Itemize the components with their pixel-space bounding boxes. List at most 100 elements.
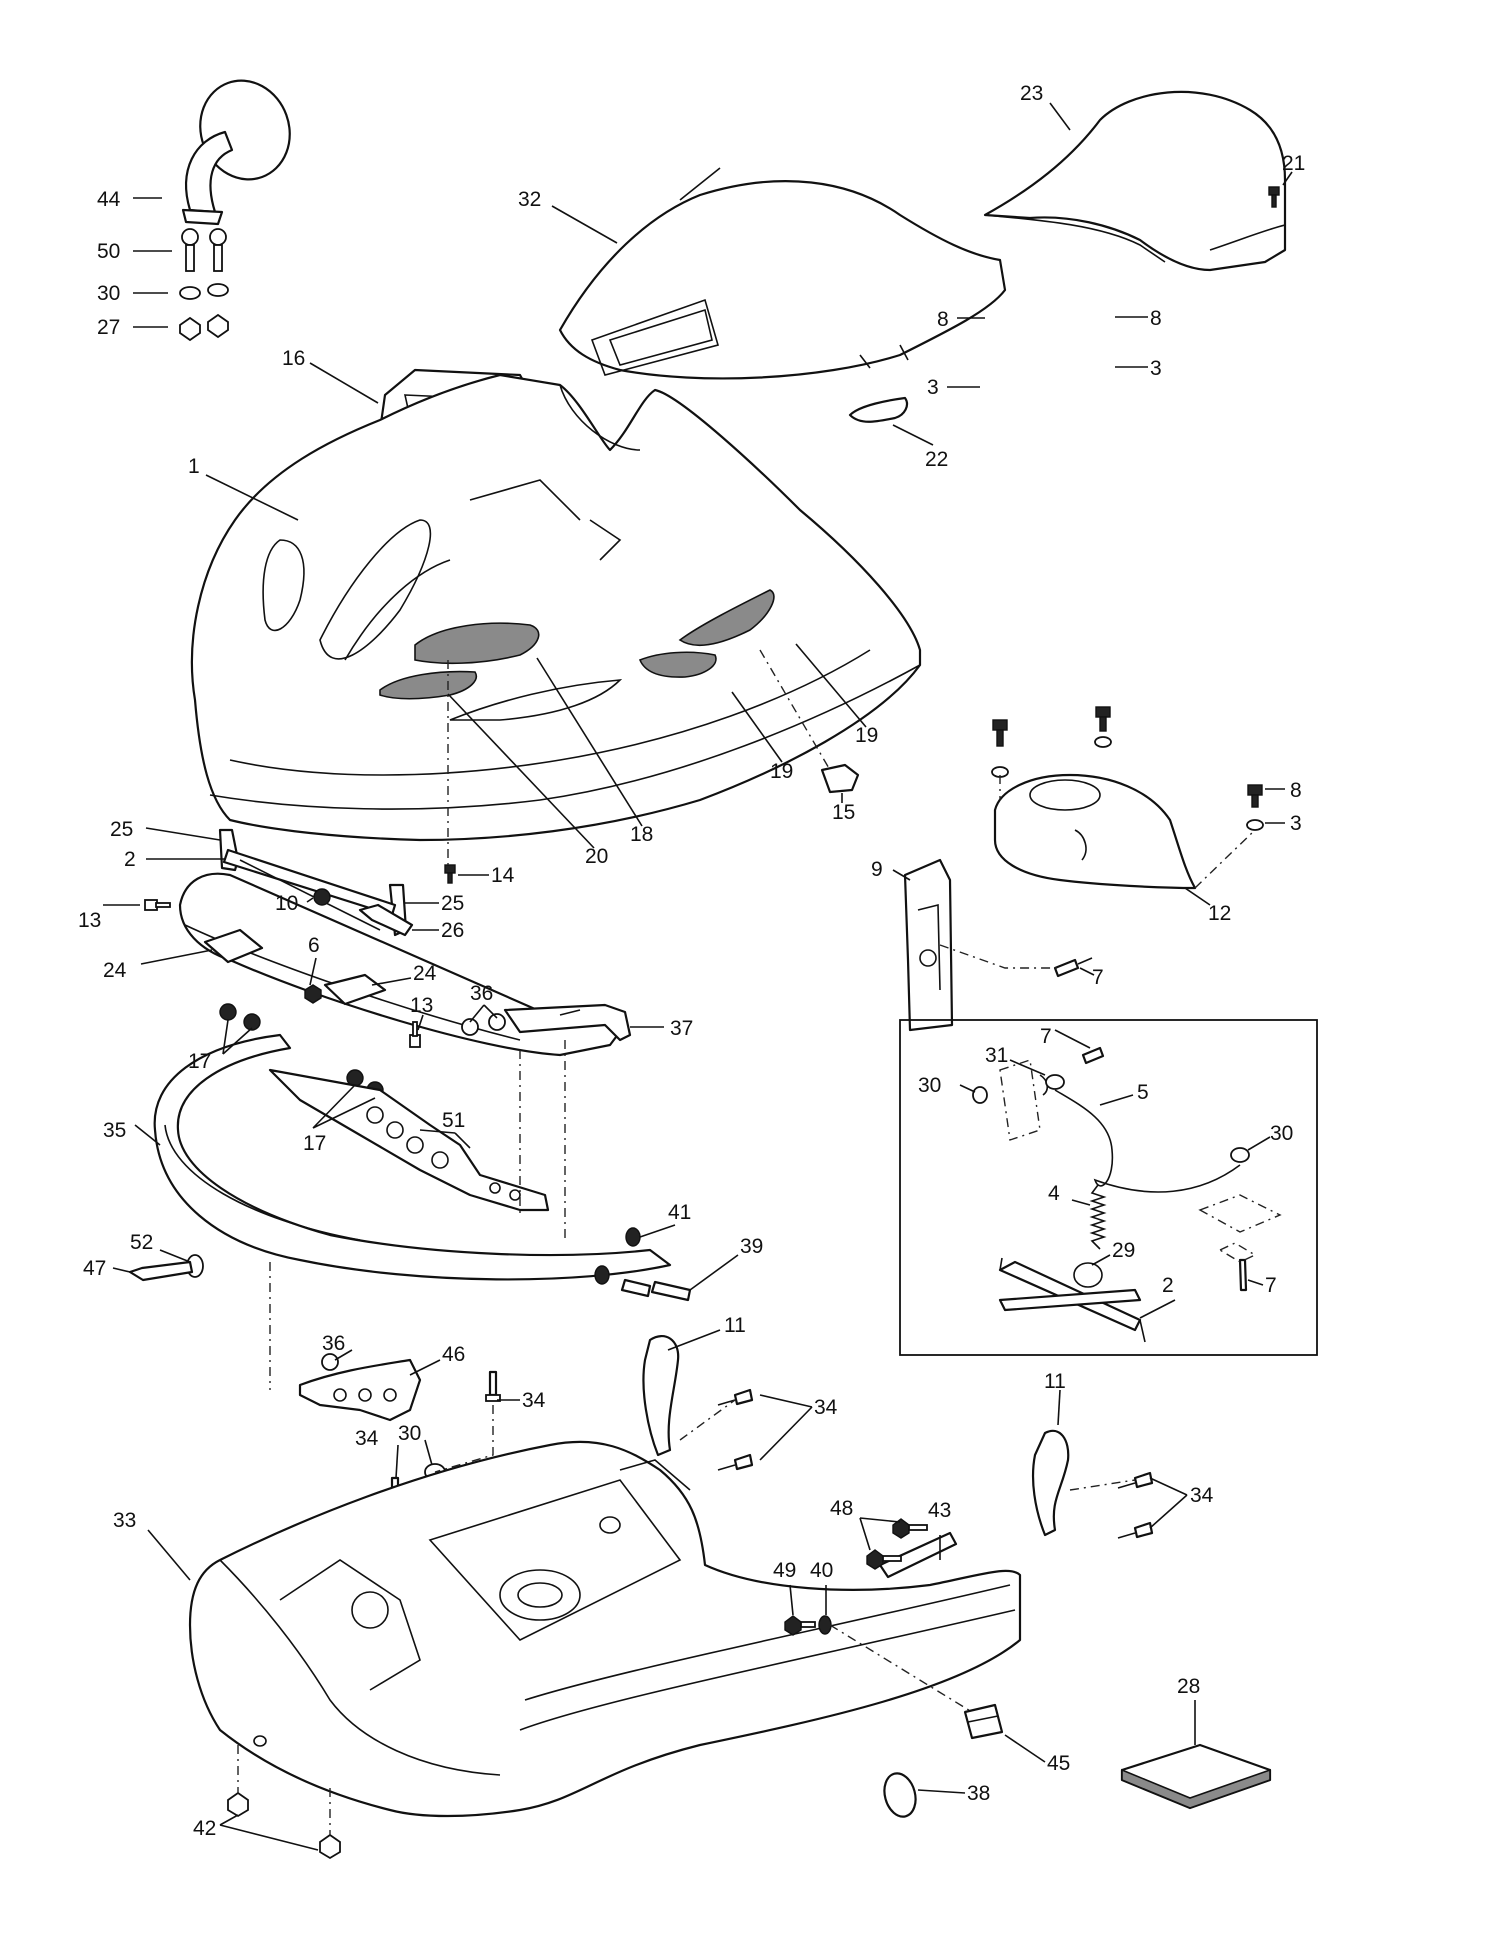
bracket-part-9 — [903, 858, 954, 1032]
label-52: 52 — [130, 1231, 153, 1254]
bolt-part-39 — [620, 1278, 692, 1302]
label-32: 32 — [518, 188, 541, 211]
label-26: 26 — [441, 919, 464, 942]
inset-rod-part-2 — [998, 1257, 1146, 1343]
cover-part-12 — [993, 773, 1197, 890]
label-41: 41 — [668, 1201, 691, 1224]
nut-part-36-lower — [321, 1353, 339, 1371]
nut-part-6 — [304, 984, 322, 1004]
label-43: 43 — [928, 1499, 951, 1522]
rivet-dashline — [434, 1405, 494, 1473]
label-28: 28 — [1177, 1675, 1200, 1698]
washer-part-41 — [594, 1227, 641, 1285]
label-27: 27 — [97, 316, 120, 339]
nut-part-27 — [179, 313, 229, 342]
label-49: 49 — [773, 1559, 796, 1582]
label-50: 50 — [97, 240, 120, 263]
seat-part-23 — [983, 90, 1287, 272]
label-36a: 36 — [470, 982, 493, 1005]
label-44: 44 — [97, 188, 121, 211]
plug-part-38 — [883, 1772, 917, 1818]
label-36b: 36 — [322, 1332, 345, 1355]
spring-support-part-37 — [503, 1003, 632, 1042]
label-19a: 19 — [855, 724, 878, 747]
nut-part-36-upper — [461, 1013, 506, 1036]
label-30: 30 — [97, 282, 120, 305]
label-22: 22 — [925, 448, 948, 471]
clip-dashline — [759, 649, 831, 771]
label-21: 21 — [1282, 152, 1305, 175]
label-17a: 17 — [188, 1050, 211, 1073]
stiffener-part-46 — [298, 1358, 422, 1422]
hood-vent-screen-part-20 — [379, 670, 477, 700]
plate-part-24 — [203, 928, 387, 1006]
mirror-part-44 — [181, 79, 291, 226]
label-34a: 34 — [522, 1389, 546, 1412]
label-30b: 30 — [918, 1074, 941, 1097]
bumper-part-35 — [153, 1033, 672, 1281]
belly-pan-part-33 — [188, 1440, 1022, 1818]
bracket-part-11 — [642, 1335, 1070, 1537]
rivet-part-34 — [387, 1370, 1154, 1539]
label-37: 37 — [670, 1017, 693, 1040]
label-30c: 30 — [1270, 1122, 1293, 1145]
decal-kit-part-28 — [1120, 1743, 1272, 1810]
nut-part-42 — [227, 1791, 341, 1860]
label-33: 33 — [113, 1509, 136, 1532]
inset-washer-part-30 — [972, 1086, 1250, 1163]
label-11b: 11 — [1044, 1370, 1066, 1393]
label-39: 39 — [740, 1235, 763, 1258]
label-46: 46 — [442, 1343, 465, 1366]
label-15: 15 — [832, 801, 855, 824]
label-40: 40 — [810, 1559, 833, 1582]
label-11a: 11 — [724, 1314, 746, 1337]
label-18: 18 — [630, 823, 653, 846]
label-8b: 8 — [1150, 307, 1162, 330]
bolt-part-49 — [784, 1615, 816, 1636]
inset-spring-part-4 — [1089, 1184, 1107, 1250]
label-31: 31 — [985, 1044, 1008, 1067]
washer-part-40 — [818, 1615, 832, 1635]
label-38: 38 — [967, 1782, 990, 1805]
label-23: 23 — [1020, 82, 1043, 105]
label-3a: 3 — [927, 376, 939, 399]
label-25a: 25 — [110, 818, 133, 841]
label-25b: 25 — [441, 892, 464, 915]
bolt-part-47 — [128, 1260, 194, 1282]
leader-lines — [103, 102, 1293, 1851]
screw-part-13 — [144, 899, 421, 1048]
inset-plate — [999, 1059, 1282, 1263]
callout-labels: 44 50 30 27 32 23 21 16 22 1 8 8 3 3 8 3… — [78, 82, 1305, 1840]
bumper-reinforcement-part-51 — [268, 1068, 550, 1212]
label-13b: 13 — [410, 994, 433, 1017]
nut-part-10 — [313, 888, 331, 906]
cover-dashline-b — [1194, 829, 1256, 889]
label-7a: 7 — [1092, 966, 1104, 989]
label-3c: 3 — [1290, 812, 1302, 835]
label-10: 10 — [275, 892, 298, 915]
bracket-dashline-b — [1069, 1479, 1136, 1491]
label-13a: 13 — [78, 909, 101, 932]
label-20: 20 — [585, 845, 608, 868]
screw-part-50 — [181, 228, 227, 272]
hood-vent-screen-part-19 — [638, 589, 775, 678]
label-16: 16 — [282, 347, 305, 370]
hood-vent-screen-part-18 — [414, 622, 540, 665]
label-5: 5 — [1137, 1081, 1149, 1104]
label-8c: 8 — [1290, 779, 1302, 802]
screw-part-14 — [444, 864, 456, 884]
inset-rivet-part-7 — [1081, 1046, 1248, 1292]
label-24a: 24 — [103, 959, 127, 982]
label-24b: 24 — [413, 962, 437, 985]
bolt-part-48 — [866, 1518, 928, 1570]
label-12: 12 — [1208, 902, 1231, 925]
hood-clip-part-22 — [848, 396, 909, 423]
bolt-part-8 — [992, 706, 1263, 808]
washer-part-3 — [991, 736, 1264, 831]
label-3b: 3 — [1150, 357, 1162, 380]
rivet-part-7-upper — [1053, 957, 1093, 978]
label-9: 9 — [871, 858, 883, 881]
bumper-plate-part-43 — [878, 1531, 958, 1579]
screw-part-21 — [1268, 186, 1280, 208]
label-42: 42 — [193, 1817, 216, 1840]
